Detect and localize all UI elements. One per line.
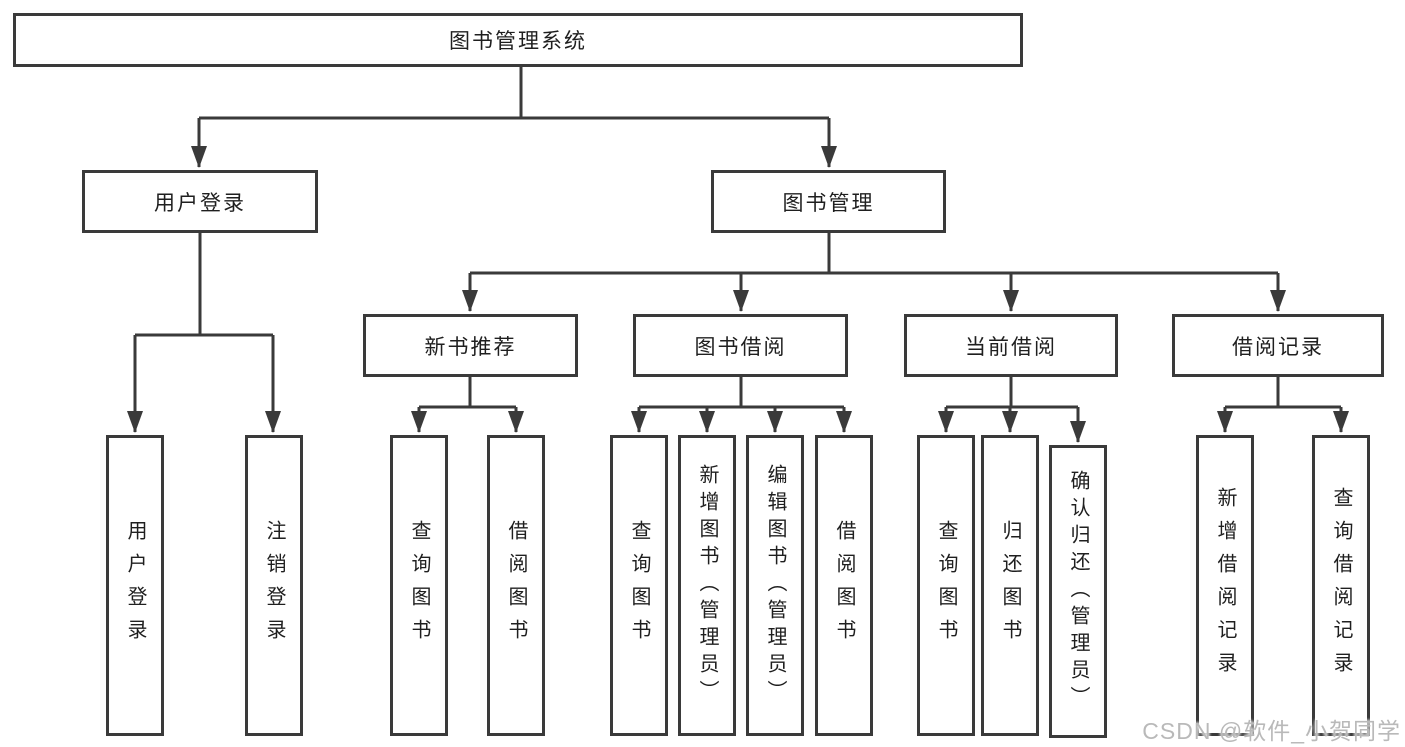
node-borrowing-records-label: 借阅记录	[1232, 335, 1324, 359]
node-leaf-edit-books-admin-label: 编辑图书（管理员）	[764, 464, 786, 707]
node-current-borrowing: 当前借阅	[904, 314, 1118, 377]
node-leaf-add-books-admin-label: 新增图书（管理员）	[696, 464, 718, 707]
node-book-borrowing: 图书借阅	[633, 314, 848, 377]
node-book-management: 图书管理	[711, 170, 946, 233]
node-leaf-query-books-current: 查询图书	[917, 435, 975, 736]
node-leaf-confirm-return-admin: 确认归还（管理员）	[1049, 445, 1107, 738]
node-leaf-borrow-books-recommend: 借阅图书	[487, 435, 545, 736]
node-leaf-edit-books-admin: 编辑图书（管理员）	[746, 435, 804, 736]
node-leaf-logout-label: 注销登录	[263, 519, 285, 652]
node-leaf-logout: 注销登录	[245, 435, 303, 736]
node-book-borrowing-label: 图书借阅	[694, 335, 787, 359]
node-library-system: 图书管理系统	[13, 13, 1023, 67]
node-leaf-borrow-books: 借阅图书	[815, 435, 873, 736]
node-user-login: 用户登录	[82, 170, 318, 233]
node-new-book-recommendation-label: 新书推荐	[424, 335, 517, 359]
node-new-book-recommendation: 新书推荐	[363, 314, 578, 377]
node-leaf-query-books-recommend-label: 查询图书	[408, 519, 430, 652]
node-leaf-return-books-label: 归还图书	[999, 519, 1021, 652]
node-book-management-label: 图书管理	[782, 191, 875, 215]
node-leaf-confirm-return-admin-label: 确认归还（管理员）	[1067, 470, 1089, 713]
node-leaf-query-books-recommend: 查询图书	[390, 435, 448, 736]
node-leaf-query-books-borrowing-label: 查询图书	[628, 519, 650, 652]
node-leaf-borrow-books-label: 借阅图书	[833, 519, 855, 652]
node-leaf-user-login-label: 用户登录	[124, 519, 146, 652]
node-borrowing-records: 借阅记录	[1172, 314, 1384, 377]
csdn-watermark: CSDN @软件_小贺同学	[1142, 718, 1401, 744]
node-user-login-label: 用户登录	[154, 191, 246, 215]
node-leaf-return-books: 归还图书	[981, 435, 1039, 736]
node-leaf-borrow-books-recommend-label: 借阅图书	[505, 519, 527, 652]
node-leaf-add-books-admin: 新增图书（管理员）	[678, 435, 736, 736]
node-library-system-label: 图书管理系统	[449, 30, 587, 53]
node-leaf-query-borrow-record: 查询借阅记录	[1312, 435, 1370, 736]
node-leaf-query-borrow-record-label: 查询借阅记录	[1330, 486, 1352, 685]
node-current-borrowing-label: 当前借阅	[965, 335, 1057, 359]
node-leaf-query-books-borrowing: 查询图书	[610, 435, 668, 736]
node-leaf-add-borrow-record-label: 新增借阅记录	[1214, 486, 1236, 685]
node-leaf-add-borrow-record: 新增借阅记录	[1196, 435, 1254, 736]
node-leaf-user-login: 用户登录	[106, 435, 164, 736]
node-leaf-query-books-current-label: 查询图书	[935, 519, 957, 652]
